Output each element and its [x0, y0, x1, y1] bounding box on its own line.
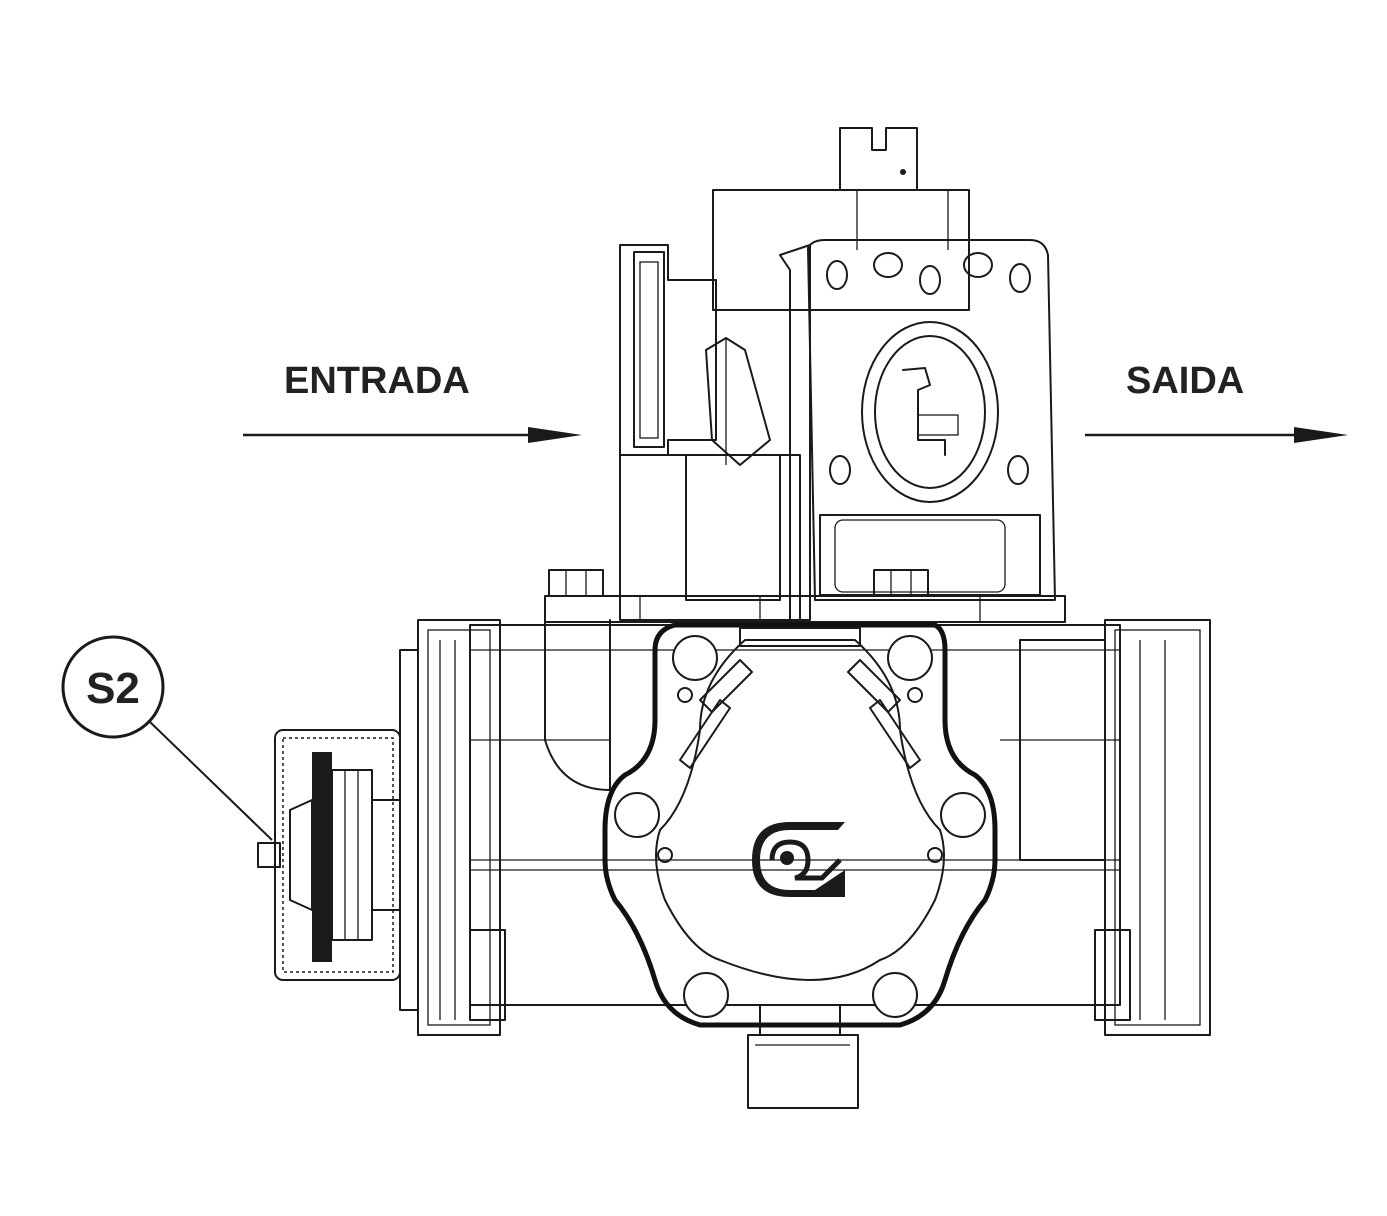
top-connector: [839, 127, 918, 191]
inlet-arrow: [243, 427, 582, 443]
main-body: [469, 619, 1121, 1006]
bolt-heads: [544, 569, 1066, 623]
left-flange: [399, 619, 506, 1036]
solenoid-housing: [619, 189, 970, 621]
regulator-body: [602, 622, 998, 1036]
callout-label: S2: [86, 664, 140, 713]
outlet-label: SAIDA: [1126, 360, 1244, 402]
bottom-stub: [747, 1034, 859, 1109]
s2-filter-cap: [257, 729, 401, 981]
inlet-label: ENTRADA: [284, 360, 470, 402]
right-flange: [1019, 619, 1211, 1036]
outlet-arrow: [1085, 427, 1348, 443]
brand-logo: [752, 822, 845, 897]
outlet-flange-plate: [807, 239, 1056, 601]
callout-s2: S2: [61, 635, 273, 841]
